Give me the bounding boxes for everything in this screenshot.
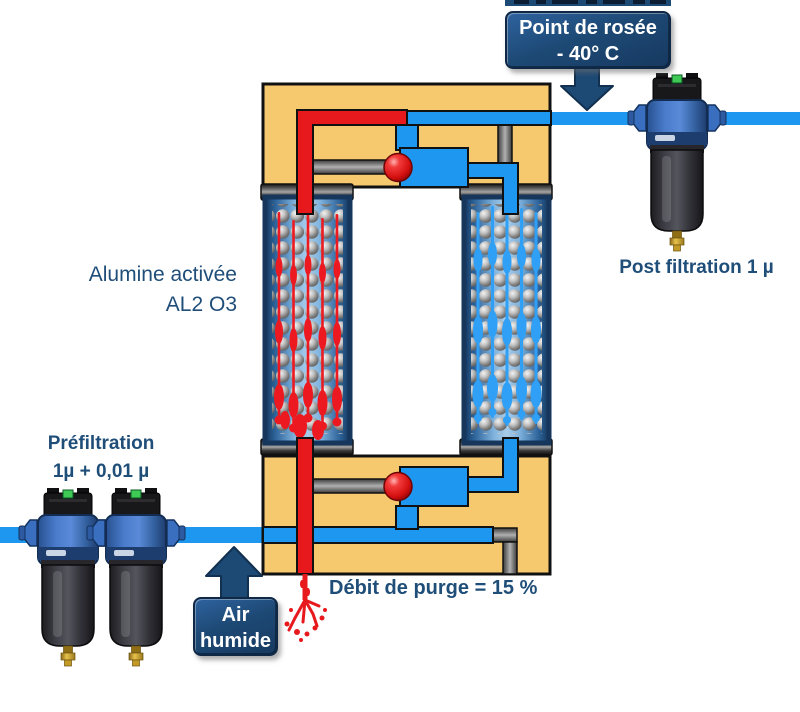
cropped-top-element [505, 0, 671, 6]
post-filter [627, 72, 727, 252]
prefiltration-line1: Préfiltration [47, 433, 155, 454]
up-arrow-icon [205, 546, 263, 602]
purge-rate-label: Débit de purge = 15 % [329, 577, 538, 599]
blue-air-pipes [262, 110, 552, 544]
prefiltration-line2: 1µ + 0,01 µ [52, 461, 150, 482]
purge-spray-icon [284, 574, 327, 642]
prefilter-2 [86, 487, 186, 667]
alumina-line2: AL2 O3 [165, 293, 237, 316]
prefiltration-label: Préfiltration 1µ + 0,01 µ [22, 430, 180, 486]
top-valve-ball [383, 152, 413, 183]
red-purge-pipes [296, 109, 408, 575]
down-arrow-icon [560, 63, 614, 111]
humid-air-callout: Air humide [193, 597, 278, 656]
post-filtration-label: Post filtration 1 µ [619, 257, 774, 278]
red-regeneration-streaks [274, 210, 342, 440]
humid-air-line2: humide [199, 630, 272, 652]
alumina-line1: Alumine activée [88, 263, 237, 286]
dew-point-callout: Point de rosée - 40° C [505, 11, 671, 69]
dew-point-line1: Point de rosée [519, 17, 657, 39]
humid-air-line1: Air [221, 604, 250, 626]
prefilter-1 [18, 487, 118, 667]
dew-point-line2: - 40° C [556, 43, 620, 65]
alumina-label: Alumine activée AL2 O3 [57, 260, 237, 320]
bottom-valve-ball [383, 471, 413, 502]
closed-gray-pipes [312, 124, 518, 575]
right-desiccant-tower [459, 183, 553, 456]
left-desiccant-tower [260, 183, 354, 456]
